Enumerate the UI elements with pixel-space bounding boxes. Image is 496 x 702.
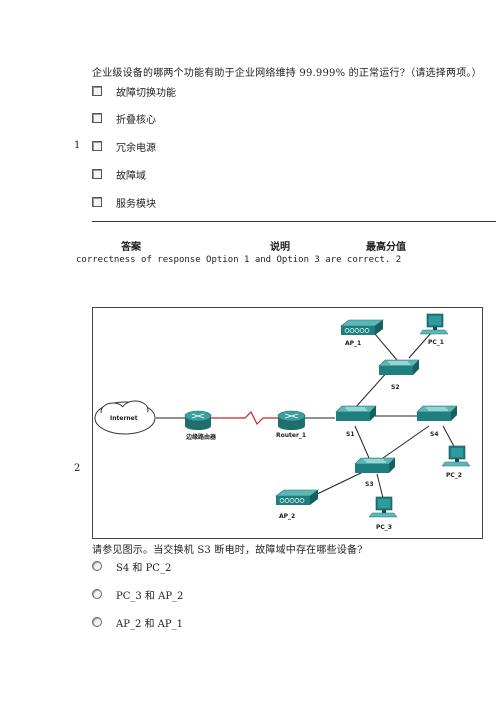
router-1-icon: [277, 410, 306, 430]
answer-cell-score: 2: [395, 255, 402, 265]
answer-header-explanation: 说明: [270, 242, 290, 253]
link-s3-ap2: [312, 471, 364, 497]
switch-s3-label: S3: [365, 481, 374, 488]
q2-option-3-label: AP_2 和 AP_1: [116, 618, 183, 630]
q1-option-2-checkbox[interactable]: [92, 113, 102, 123]
link-s4-s3: [382, 425, 430, 459]
q2-option-2-label: PC_3 和 AP_2: [116, 590, 184, 602]
switch-s2-label: S2: [391, 384, 400, 391]
q1-option-4-label: 故障域: [116, 170, 146, 182]
pc-2-label: PC_2: [446, 472, 462, 479]
q2-option-1-radio[interactable]: [92, 561, 102, 571]
q2-option-1-label: S4 和 PC_2: [116, 562, 172, 574]
q1-question-text: 企业级设备的哪两个功能有助于企业网络维持 99.999% 的正常运行?（请选择两…: [92, 68, 482, 79]
q2-option-1[interactable]: S4 和 PC_2: [92, 559, 172, 574]
answer-header-answer: 答案: [121, 242, 141, 253]
q1-option-5[interactable]: 服务模块: [92, 195, 156, 210]
q2-option-2[interactable]: PC_3 和 AP_2: [92, 587, 184, 602]
q1-option-3-label: 冗余电源: [116, 142, 156, 154]
answer-header-max-score: 最高分值: [366, 242, 406, 253]
section-divider: [92, 221, 496, 222]
q1-option-1-checkbox[interactable]: [92, 86, 102, 96]
pc-3-label: PC_3: [376, 524, 392, 531]
topology-svg: Internet 边缘路由器 Router_1 S1: [94, 313, 471, 531]
switch-s4-label: S4: [430, 431, 439, 438]
internet-label: Internet: [110, 415, 138, 422]
switch-s1-label: S1: [346, 431, 355, 438]
access-point-ap2-icon: [275, 489, 319, 505]
q1-option-2-label: 折叠核心: [116, 114, 156, 126]
answer-row: correctness of response Option 1 and Opt…: [76, 255, 401, 265]
link-s1-s3: [354, 425, 370, 459]
router-1-label: Router_1: [276, 432, 306, 439]
access-point-ap1-icon: [340, 319, 384, 335]
pc-3-icon: [368, 496, 398, 518]
q1-option-2[interactable]: 折叠核心: [92, 111, 156, 126]
q2-option-3-radio[interactable]: [92, 617, 102, 627]
network-topology-diagram: Internet 边缘路由器 Router_1 S1: [92, 307, 483, 539]
q1-option-4[interactable]: 故障域: [92, 167, 146, 182]
link-s3-pc3: [376, 473, 384, 499]
link-s2-pc1: [408, 332, 432, 359]
switch-s1-icon: [335, 405, 377, 421]
link-s2-ap1: [374, 333, 398, 361]
answer-cell-response: correctness of response: [76, 255, 201, 265]
q1-option-5-label: 服务模块: [116, 198, 156, 210]
answer-cell-explanation: Option 1 and Option 3 are correct.: [206, 255, 391, 265]
q1-option-3-checkbox[interactable]: [92, 141, 102, 151]
q2-question-text: 请参见图示。当交换机 S3 断电时，故障域中存在哪些设备?: [92, 545, 363, 556]
internet-cloud-icon: [94, 400, 156, 435]
link-s1-s2: [354, 369, 390, 409]
q1-option-3[interactable]: 冗余电源: [92, 139, 156, 154]
q1-option-1-label: 故障切换功能: [116, 87, 176, 99]
edge-router-icon: [184, 410, 212, 430]
pc-1-icon: [419, 313, 449, 335]
pc-1-label: PC_1: [428, 339, 444, 346]
q1-option-1[interactable]: 故障切换功能: [92, 84, 176, 99]
q2-option-3[interactable]: AP_2 和 AP_1: [92, 615, 183, 630]
pc-2-icon: [441, 445, 471, 467]
switch-s4-icon: [416, 405, 458, 421]
switch-s2-icon: [378, 359, 420, 375]
access-point-ap1-label: AP_1: [345, 340, 361, 347]
q2-option-2-radio[interactable]: [92, 589, 102, 599]
q1-option-4-checkbox[interactable]: [92, 169, 102, 179]
wan-serial-link: [211, 410, 278, 426]
edge-router-label: 边缘路由器: [185, 433, 217, 441]
q1-number: 1: [74, 140, 81, 151]
switch-s3-icon: [354, 457, 396, 473]
q2-number: 2: [74, 463, 81, 474]
q1-option-5-checkbox[interactable]: [92, 197, 102, 207]
access-point-ap2-label: AP_2: [279, 513, 295, 520]
